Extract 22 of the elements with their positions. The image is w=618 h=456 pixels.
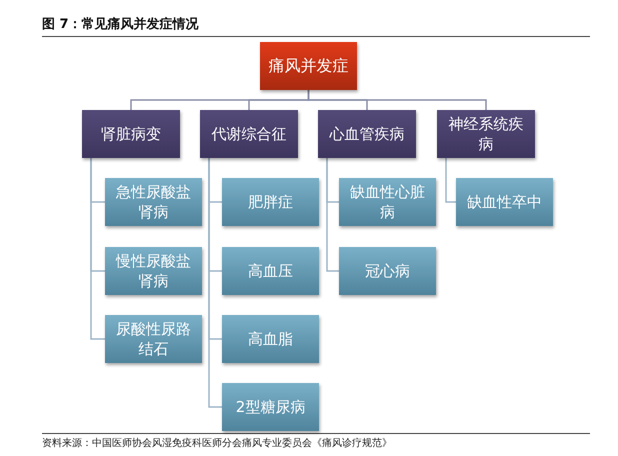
item-box: 急性尿酸盐肾病 <box>105 178 202 226</box>
category-box: 肾脏病变 <box>82 110 180 158</box>
connector-line <box>308 90 487 110</box>
category-box: 心血管疾病 <box>318 110 416 158</box>
source-note: 资料来源：中国医师协会风湿免疫科医师分会痛风专业委员会《痛风诊疗规范》 <box>42 436 392 450</box>
connector-line <box>208 158 222 408</box>
category-box: 神经系统疾病 <box>437 110 535 158</box>
item-box: 缺血性心脏病 <box>339 178 436 226</box>
category-box: 代谢综合征 <box>200 110 298 158</box>
figure-title: 图 7：常见痛风并发症情况 <box>42 16 199 33</box>
root-box: 痛风并发症 <box>260 42 357 90</box>
item-box: 尿酸性尿路结石 <box>105 315 202 363</box>
item-box: 2型糖尿病 <box>222 383 319 431</box>
item-box: 高血压 <box>222 247 319 295</box>
item-box: 缺血性卒中 <box>456 178 553 226</box>
item-box: 慢性尿酸盐肾病 <box>105 247 202 295</box>
item-box: 高血脂 <box>222 315 319 363</box>
item-box: 肥胖症 <box>222 178 319 226</box>
connector-line <box>445 158 456 203</box>
item-box: 冠心病 <box>339 247 436 295</box>
connector-line <box>90 158 105 340</box>
connector-line <box>326 158 339 272</box>
